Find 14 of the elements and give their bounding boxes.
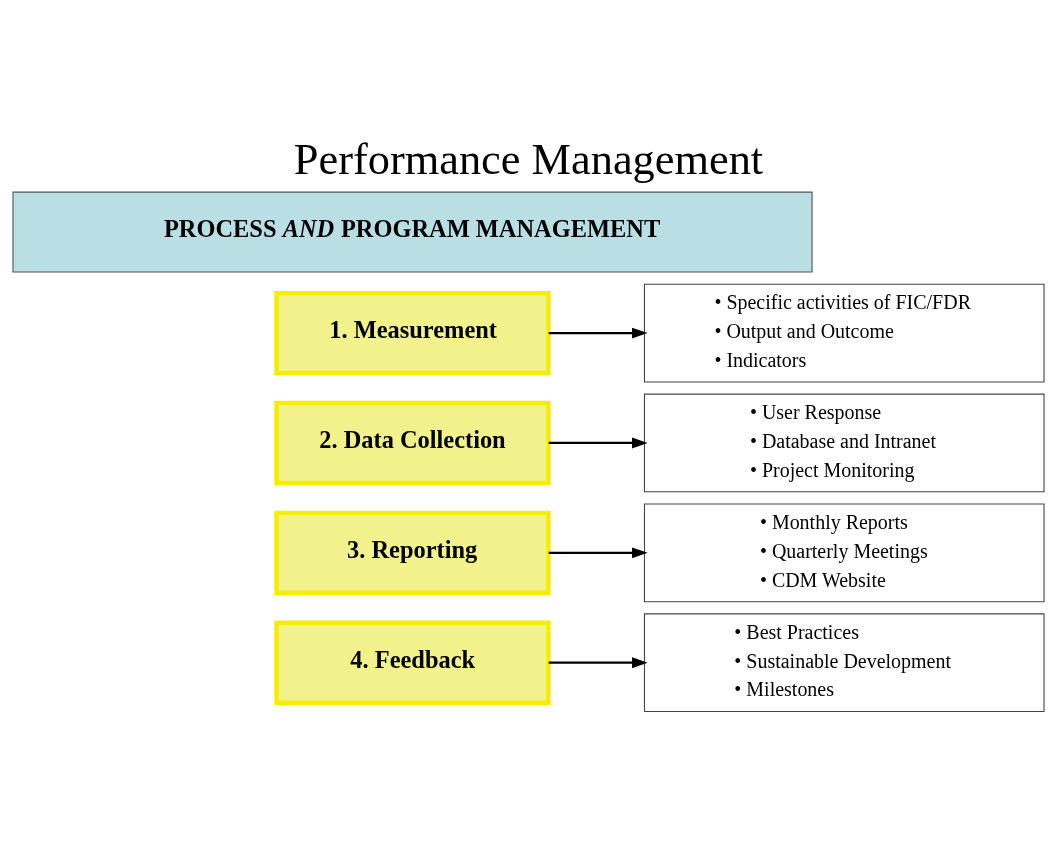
node-box: PROCESS AND PROGRAM MANAGEMENT: [12, 191, 813, 273]
node-box: 4. Feedback: [274, 620, 551, 705]
node-box: 2. Data Collection: [274, 400, 551, 486]
node-box: • Monthly Reports • Quarterly Meetings • CDM Website: [643, 503, 1045, 603]
node-box: • Best Practices • Sustainable Development • Milestones: [643, 613, 1045, 713]
arrow: [548, 547, 648, 559]
node-box: • Specific activities of FIC/FDR • Output and Outcome • Indicators: [643, 283, 1045, 383]
node-box: 3. Reporting: [274, 510, 551, 596]
arrow: [548, 437, 648, 449]
arrow: [548, 327, 648, 339]
node-box: • User Response • Database and Intranet • Project Monitoring: [643, 393, 1045, 493]
node-box: 1. Measurement: [274, 290, 551, 376]
diagram-title: Performance Management: [293, 134, 764, 185]
arrow: [548, 657, 648, 669]
